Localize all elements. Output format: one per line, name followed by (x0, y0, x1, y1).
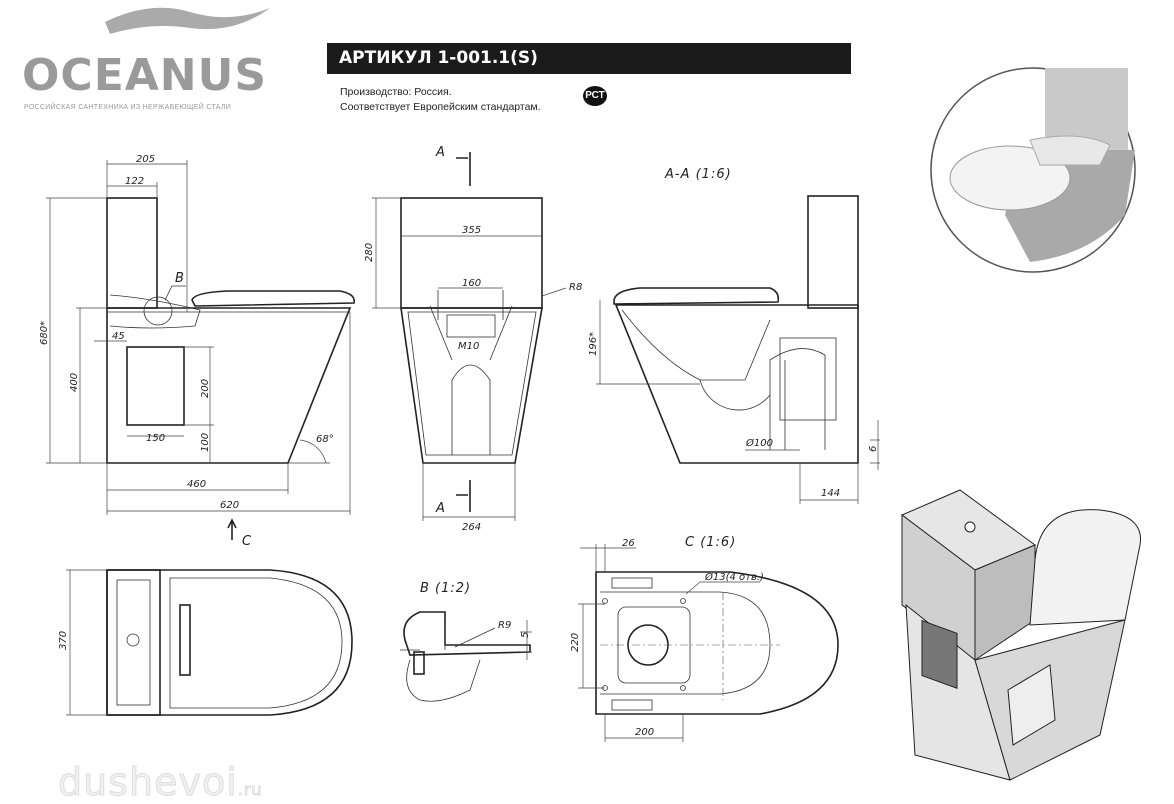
dim-d100: Ø100 (745, 437, 773, 449)
detail-b-view (400, 611, 532, 702)
watermark-text: dushevoi (58, 760, 238, 804)
dim-m10: M10 (458, 341, 479, 352)
dim-r9: R9 (498, 620, 511, 631)
watermark-suffix: .ru (237, 780, 263, 800)
detail-b-title: B (1:2) (420, 581, 471, 596)
front-view (372, 152, 567, 521)
dim-r8: R8 (569, 282, 582, 293)
section-aa-title: A-A (1:6) (664, 167, 732, 182)
dim-196: 196* (588, 332, 599, 356)
dim-5: 5 (520, 632, 531, 638)
dim-620: 620 (220, 500, 239, 511)
dim-150: 150 (146, 433, 165, 444)
article-title: АРТИКУЛ 1-001.1(S) (327, 43, 851, 74)
dim-370: 370 (58, 631, 69, 650)
dim-355: 355 (462, 225, 481, 236)
oceanus-logo: OCEANUS (22, 50, 268, 101)
view-c-title: C (1:6) (685, 535, 736, 550)
dim-160: 160 (462, 278, 481, 289)
production-text: Производство: Россия. (340, 86, 452, 98)
dim-122: 122 (125, 176, 144, 187)
dim-100: 100 (200, 433, 211, 452)
watermark: dushevoi.ru (58, 760, 263, 804)
dim-6: 6 (868, 446, 879, 452)
dim-144: 144 (821, 488, 840, 499)
dim-460: 460 (187, 479, 206, 490)
side-view (46, 160, 356, 540)
view-arrow-c: C (242, 534, 252, 549)
product-info: Производство: Россия. Соответствует Евро… (340, 85, 541, 115)
standards-text: Соответствует Европейским стандартам. (340, 101, 541, 113)
dim-200: 200 (635, 727, 654, 738)
callout-b: B (175, 271, 185, 286)
dim-220: 220 (570, 633, 581, 652)
section-mark-a-bottom: A (435, 501, 446, 516)
product-3d-render (901, 489, 1141, 781)
dim-680: 680* (39, 321, 50, 345)
dim-280: 280 (364, 243, 375, 262)
dim-264: 264 (462, 522, 481, 533)
logo-wave-icon (105, 7, 270, 34)
dim-200: 200 (200, 379, 211, 398)
dim-68deg: 68° (316, 434, 334, 445)
view-c (578, 544, 839, 742)
product-photo (930, 67, 1136, 273)
dim-d13: Ø13(4 отв.) (704, 571, 764, 583)
dim-45: 45 (112, 331, 125, 342)
section-mark-a-top: A (435, 145, 446, 160)
certification-mark-icon: РСТ (583, 86, 607, 106)
section-aa-view (596, 195, 880, 504)
dim-26: 26 (622, 538, 635, 549)
brand-slogan: РОССИЙСКАЯ САНТЕХНИКА ИЗ НЕРЖАВЕЮЩЕЙ СТА… (24, 104, 232, 111)
dim-205: 205 (136, 154, 155, 165)
dim-400: 400 (69, 373, 80, 392)
top-view (66, 569, 353, 716)
